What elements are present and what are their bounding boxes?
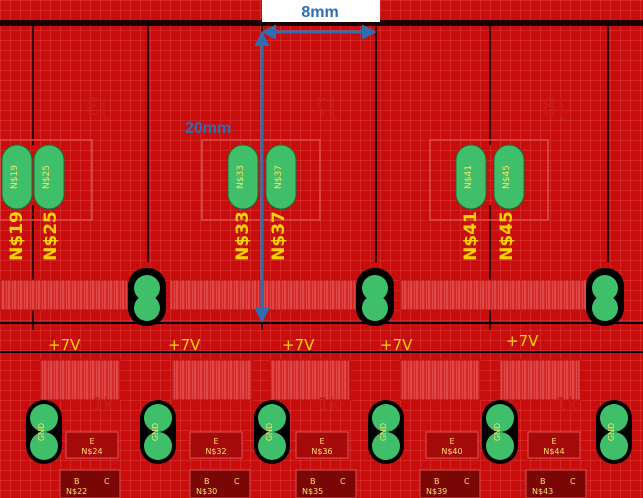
pad-label-n41: N$41 — [464, 165, 474, 189]
switch-pads-row1[interactable] — [128, 268, 624, 326]
transistor-net-5: N$44 — [543, 447, 564, 456]
transistor-pin-e: E — [213, 437, 218, 446]
resistor-values: 1k 1k 1k — [92, 394, 578, 415]
gnd-pad-4[interactable]: GND — [368, 400, 404, 464]
pad-label-n33: N$33 — [236, 165, 246, 189]
connector-label-j3: J3 — [85, 93, 109, 121]
transistor-4: E N$40 — [425, 431, 479, 459]
net-labels-vertical: N$19 N$25 N$33 N$37 N$41 N$45 — [7, 211, 517, 261]
gnd-pad-3[interactable]: GND — [254, 400, 290, 464]
pad-pair-2[interactable]: N$33 N$37 — [227, 144, 297, 210]
gnd-label-1: GND — [37, 423, 46, 441]
connector-label-j7: J7 — [314, 93, 338, 121]
transistor-3: E N$36 — [295, 431, 349, 459]
net-label-n45: N$45 — [497, 211, 517, 261]
dimension-annotations: 8mm 20mm — [185, 0, 380, 323]
transistor-1: E N$24 — [65, 431, 119, 459]
power-label-1: +7V — [48, 336, 81, 354]
pad-label-n37: N$37 — [274, 165, 284, 189]
gnd-pad-5[interactable]: GND — [482, 400, 518, 464]
transistor-pin-e: E — [551, 437, 556, 446]
power-label-4: +7V — [380, 336, 413, 354]
gnd-label-6: GND — [607, 423, 616, 441]
resistor-value-3: 1k — [556, 394, 578, 415]
power-label-2: +7V — [168, 336, 201, 354]
transistor-pin-e: E — [89, 437, 94, 446]
resistor-strips-row2 — [39, 359, 581, 401]
resistor-value-2: 1k — [318, 394, 340, 415]
gnd-label-3: GND — [265, 423, 274, 441]
dimension-label-20mm: 20mm — [185, 120, 231, 137]
pad-label-n19: N$19 — [10, 165, 20, 189]
gnd-pads-row[interactable]: GND GND GND GND GND — [26, 400, 632, 464]
resistor-value-1: 1k — [92, 394, 114, 415]
transistor-5: E N$44 — [527, 431, 581, 459]
bottom-pin-c: C — [234, 477, 240, 486]
power-labels: +7V +7V +7V +7V +7V — [48, 332, 539, 354]
gnd-label-2: GND — [151, 423, 160, 441]
bottom-net-2: N$30 — [196, 487, 217, 496]
bottom-pin-b: B — [540, 477, 546, 486]
transistor-net-3: N$36 — [311, 447, 332, 456]
transistor-net-4: N$40 — [441, 447, 462, 456]
power-label-3: +7V — [282, 336, 315, 354]
net-label-n41: N$41 — [461, 211, 481, 261]
transistor-net-2: N$32 — [205, 447, 226, 456]
bottom-net-3: N$35 — [302, 487, 323, 496]
net-label-n33: N$33 — [233, 211, 253, 261]
pad-label-n45: N$45 — [502, 165, 512, 189]
gnd-pad-1[interactable]: GND — [26, 400, 62, 464]
transistor-pin-e: E — [449, 437, 454, 446]
pad-pair-1[interactable]: N$19 N$25 — [1, 144, 65, 210]
connector-label-j8: J8 — [542, 93, 566, 121]
transistor-2: E N$32 — [189, 431, 243, 459]
transistor-pin-e: E — [319, 437, 324, 446]
bottom-pin-b: B — [310, 477, 316, 486]
dimension-label-8mm: 8mm — [301, 4, 338, 21]
gnd-label-4: GND — [379, 423, 388, 441]
bottom-net-4: N$39 — [426, 487, 447, 496]
net-label-n19: N$19 — [7, 211, 27, 261]
pad-label-n25: N$25 — [42, 165, 52, 189]
bottom-pin-c: C — [104, 477, 110, 486]
bottom-footprints: B C N$22 B C N$30 B C N$35 B C N$39 B C … — [59, 469, 587, 498]
bottom-net-1: N$22 — [66, 487, 87, 496]
pad-pair-3[interactable]: N$41 N$45 — [455, 144, 525, 210]
bottom-pin-c: C — [570, 477, 576, 486]
gnd-label-5: GND — [493, 423, 502, 441]
net-label-n37: N$37 — [269, 211, 289, 261]
net-label-n25: N$25 — [41, 211, 61, 261]
transistors: E N$24 E N$32 E N$36 E N$40 E N$44 — [65, 431, 581, 459]
gnd-pad-2[interactable]: GND — [140, 400, 176, 464]
resistor-strips-row1 — [0, 279, 589, 311]
bottom-net-5: N$43 — [532, 487, 553, 496]
bottom-pin-b: B — [434, 477, 440, 486]
bottom-pin-c: C — [464, 477, 470, 486]
transistor-net-1: N$24 — [81, 447, 102, 456]
bottom-pin-b: B — [74, 477, 80, 486]
gnd-pad-6[interactable]: GND — [596, 400, 632, 464]
horizontal-bus — [0, 322, 643, 353]
power-label-5: +7V — [506, 332, 539, 350]
bottom-pin-c: C — [340, 477, 346, 486]
bottom-pin-b: B — [204, 477, 210, 486]
annotation-8mm-bg — [262, 0, 380, 22]
connector-labels: J3 J7 J8 — [85, 93, 566, 121]
board-top-edge — [0, 20, 643, 26]
